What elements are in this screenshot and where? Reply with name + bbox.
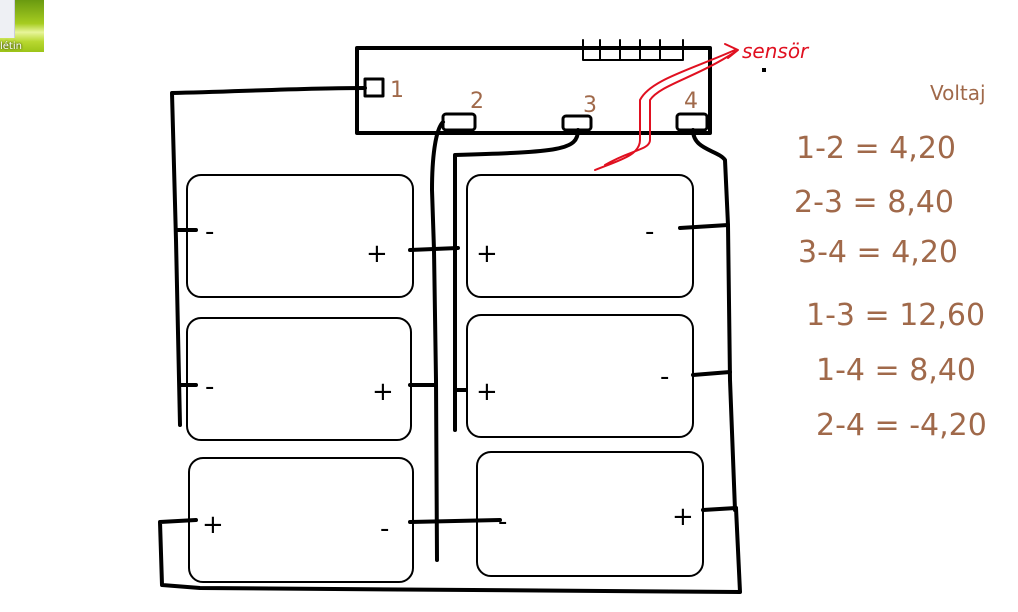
battery-6-right-sign: + [672,502,694,532]
voltage-reading-3-4: 3-4 = 4,20 [798,235,958,270]
ink-dot [762,68,766,72]
battery-3-right-sign: + [372,377,394,407]
battery-4-right-sign: - [660,362,669,392]
terminal-4 [675,112,709,132]
sensor-arrow-icon [724,43,739,59]
voltage-reading-1-4: 1-4 = 8,40 [816,353,976,388]
battery-cell-3 [186,317,412,441]
battery-2-right-sign: - [645,217,654,247]
board-connector-pins [582,39,684,61]
voltage-reading-2-3: 2-3 = 8,40 [794,185,954,220]
battery-4-left-sign: + [476,377,498,407]
voltage-reading-1-2: 1-2 = 4,20 [796,131,956,166]
battery-1-left-sign: - [205,217,214,247]
battery-5-left-sign: + [202,510,224,540]
terminal-1-label: 1 [390,78,404,103]
voltage-title: Voltaj [930,81,986,105]
battery-5-right-sign: - [380,514,389,544]
battery-cell-6 [476,451,704,577]
battery-1-right-sign: + [366,239,388,269]
terminal-2 [441,112,477,132]
battery-2-left-sign: + [476,239,498,269]
battery-cell-2 [466,174,694,298]
battery-3-left-sign: - [205,372,214,402]
sensor-label: sensör [742,39,810,63]
document-icon [0,0,15,38]
voltage-reading-2-4: 2-4 = -4,20 [816,408,987,443]
voltage-reading-1-3: 1-3 = 12,60 [806,298,985,333]
wiring [158,86,742,594]
battery-cell-1 [186,174,414,298]
controller-board [355,46,712,135]
terminal-3 [561,114,593,132]
desktop-shortcut-icon[interactable]: létin [0,0,44,52]
terminal-2-label: 2 [470,89,484,114]
terminal-4-label: 4 [684,89,698,114]
sensor-wires [594,49,736,171]
terminal-3-label: 3 [583,93,597,118]
desktop-shortcut-label: létin [0,41,22,52]
battery-6-left-sign: - [498,507,507,537]
terminal-1 [363,77,385,98]
